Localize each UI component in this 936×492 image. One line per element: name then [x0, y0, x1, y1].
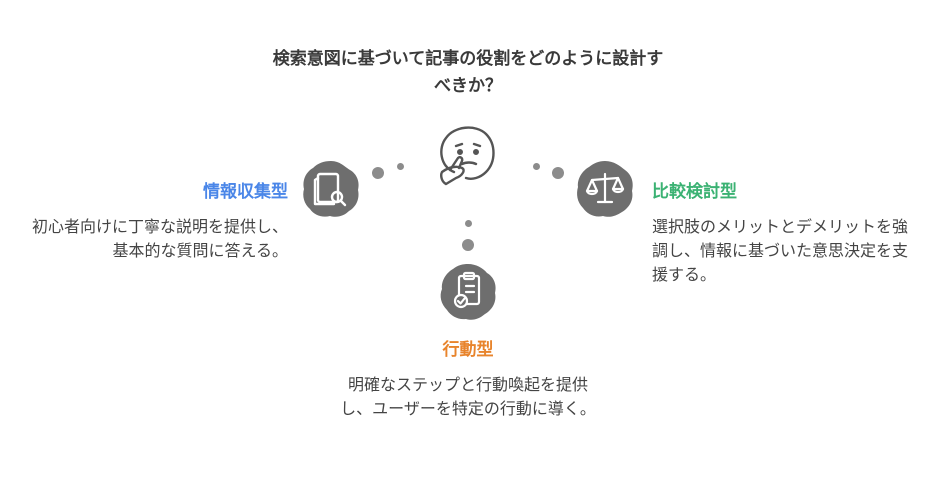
heading-info-gathering: 情報収集型 [203, 182, 288, 202]
heading-action: 行動型 [442, 340, 494, 360]
description-action: 明確なステップと行動喚起を提供し、ユーザーを特定の行動に導く。 [340, 375, 596, 418]
search-document-icon [303, 161, 359, 217]
description-info-gathering: 初心者向けに丁寧な説明を提供し、基本的な質問に答える。 [31, 217, 288, 260]
connector-dot [465, 220, 472, 227]
balance-scale-icon [577, 161, 633, 217]
heading-comparison: 比較検討型 [652, 182, 737, 202]
connector-dot [462, 239, 474, 251]
thinking-face-icon [440, 126, 495, 186]
connector-dot [533, 163, 540, 170]
clipboard-check-icon [440, 264, 496, 320]
connector-dot [372, 167, 384, 179]
connector-dot [397, 163, 404, 170]
connector-dot [552, 167, 564, 179]
description-comparison: 選択肢のメリットとデメリットを強調し、情報に基づいた意思決定を支援する。 [652, 217, 909, 284]
diagram-title: 検索意図に基づいて記事の役割をどのように設計すべきか？ [272, 49, 664, 96]
